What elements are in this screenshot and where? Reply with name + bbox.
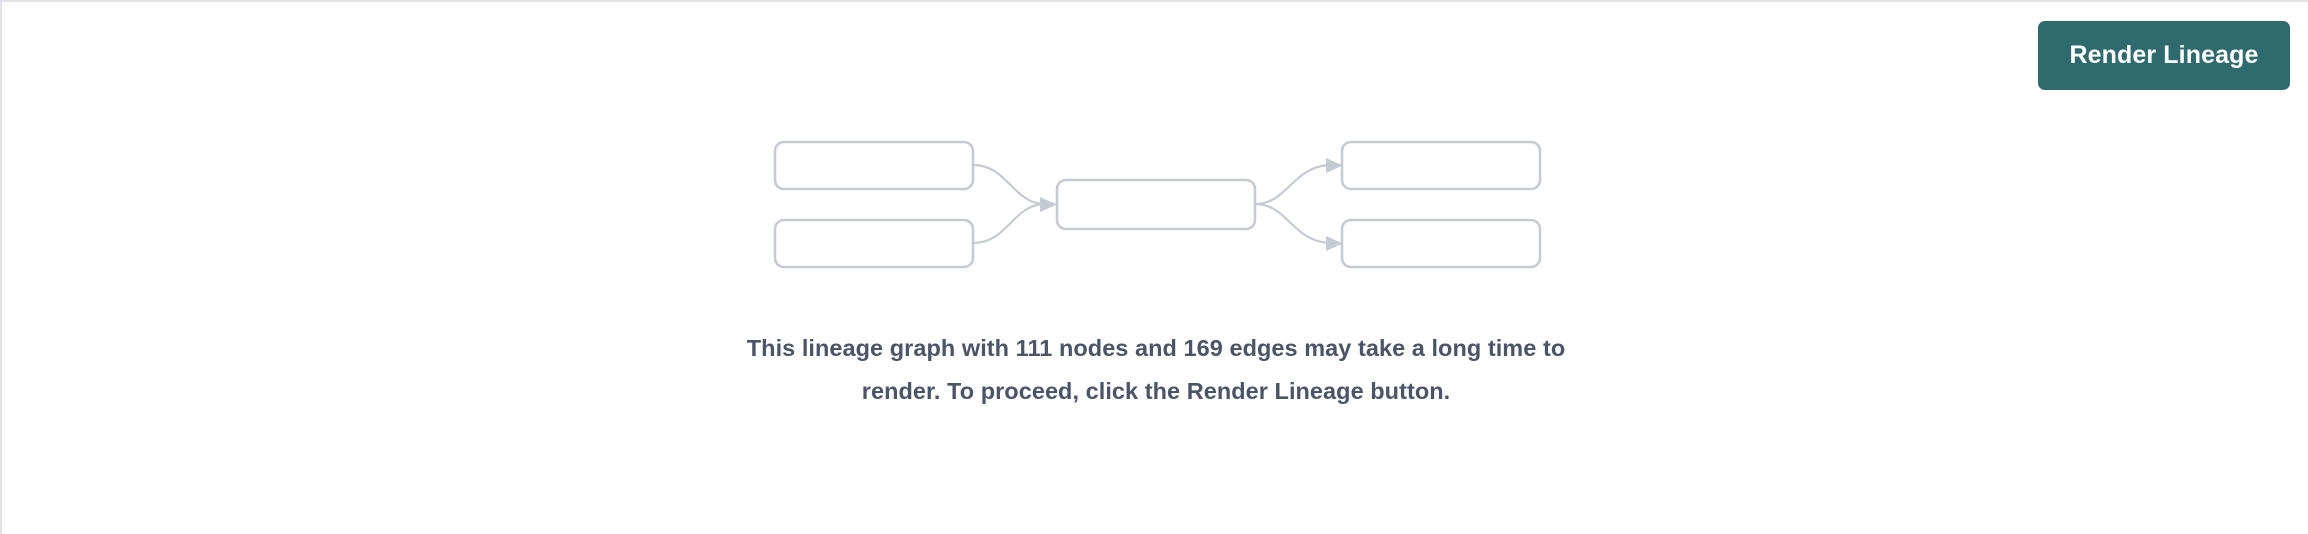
graph-node-upstream-2 <box>773 218 975 269</box>
graph-edge-focus-to-downstream-2 <box>1254 202 1329 245</box>
lineage-warning-message: This lineage graph with 111 nodes and 16… <box>746 335 1566 404</box>
graph-edge-upstream-2-to-focus <box>972 202 1043 245</box>
graph-node-downstream-1 <box>1340 140 1542 191</box>
graph-arrowhead-into-downstream-2 <box>1326 236 1343 251</box>
graph-arrowhead-into-focus <box>1040 197 1057 212</box>
graph-node-downstream-2 <box>1340 218 1542 269</box>
graph-edge-group <box>972 158 1343 251</box>
graph-edge-focus-to-downstream-1 <box>1254 163 1329 206</box>
graph-edge-upstream-1-to-focus <box>972 163 1043 206</box>
graph-node-focus <box>1055 178 1257 231</box>
graph-arrowhead-into-downstream-1 <box>1326 158 1343 173</box>
graph-node-group <box>773 140 1542 269</box>
graph-node-upstream-1 <box>773 140 975 191</box>
render-lineage-button[interactable]: Render Lineage <box>2038 21 2290 90</box>
